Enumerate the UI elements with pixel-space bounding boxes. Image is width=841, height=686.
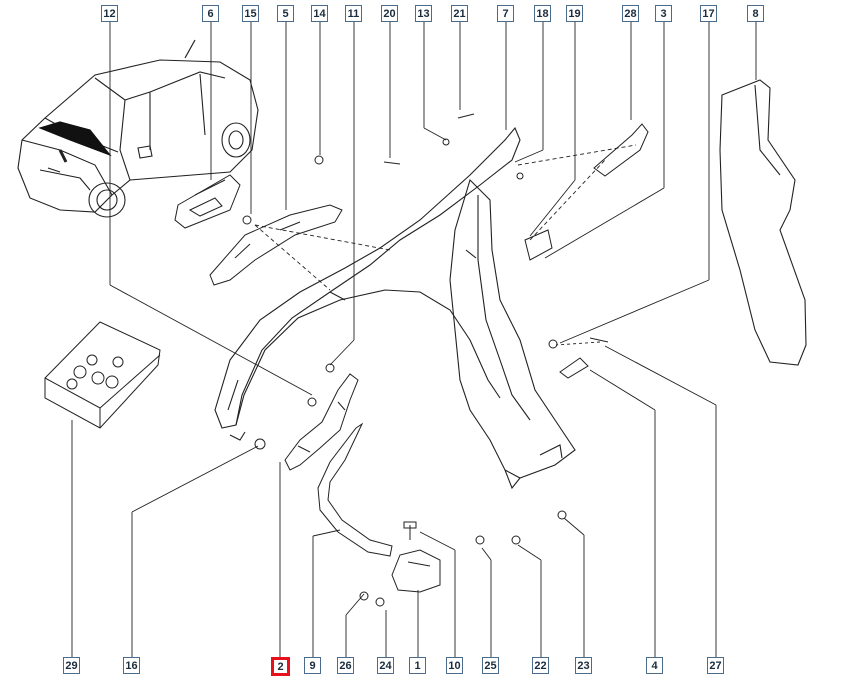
callout-bottom-26[interactable]: 26 bbox=[337, 657, 354, 674]
callout-top-15[interactable]: 15 bbox=[242, 5, 259, 22]
clip-icon bbox=[242, 123, 649, 607]
callout-bottom-23[interactable]: 23 bbox=[575, 657, 592, 674]
callout-top-20[interactable]: 20 bbox=[381, 5, 398, 22]
callout-bottom-27[interactable]: 27 bbox=[707, 657, 724, 674]
parts-kit-box-icon bbox=[44, 321, 161, 429]
callout-bottom-29[interactable]: 29 bbox=[63, 657, 80, 674]
callout-top-12[interactable]: 12 bbox=[101, 5, 118, 22]
callout-top-6[interactable]: 6 bbox=[202, 5, 219, 22]
callout-top-13[interactable]: 13 bbox=[415, 5, 432, 22]
callout-top-21[interactable]: 21 bbox=[451, 5, 468, 22]
callout-top-8[interactable]: 8 bbox=[747, 5, 764, 22]
callout-bottom-4[interactable]: 4 bbox=[646, 657, 663, 674]
callout-bottom-22[interactable]: 22 bbox=[532, 657, 549, 674]
mud-flap-icon bbox=[719, 79, 807, 366]
callout-bottom-9[interactable]: 9 bbox=[304, 657, 321, 674]
bracket-icon bbox=[284, 373, 359, 471]
callout-bottom-24[interactable]: 24 bbox=[377, 657, 394, 674]
callout-bottom-10[interactable]: 10 bbox=[446, 657, 463, 674]
fender-panel-icon bbox=[214, 126, 521, 441]
callout-top-7[interactable]: 7 bbox=[497, 5, 514, 22]
callout-top-18[interactable]: 18 bbox=[534, 5, 551, 22]
callout-top-19[interactable]: 19 bbox=[566, 5, 583, 22]
callout-bottom-1[interactable]: 1 bbox=[409, 657, 426, 674]
bolt-icon bbox=[383, 113, 609, 540]
bracket-icon bbox=[209, 204, 343, 286]
callout-bottom-2[interactable]: 2 bbox=[271, 657, 290, 676]
callout-top-28[interactable]: 28 bbox=[622, 5, 639, 22]
bracket-icon bbox=[391, 549, 441, 593]
leader-lines bbox=[71, 22, 757, 658]
bracket-icon bbox=[174, 174, 241, 229]
callout-top-11[interactable]: 11 bbox=[345, 5, 362, 22]
wheel-arch-liner-icon bbox=[449, 178, 576, 490]
callout-top-14[interactable]: 14 bbox=[311, 5, 328, 22]
bracket-icon bbox=[317, 422, 393, 557]
car-thumbnail-icon bbox=[17, 39, 259, 218]
callout-top-17[interactable]: 17 bbox=[700, 5, 717, 22]
callout-bottom-25[interactable]: 25 bbox=[482, 657, 499, 674]
callout-top-3[interactable]: 3 bbox=[655, 5, 672, 22]
callout-top-5[interactable]: 5 bbox=[277, 5, 294, 22]
callout-bottom-16[interactable]: 16 bbox=[123, 657, 140, 674]
